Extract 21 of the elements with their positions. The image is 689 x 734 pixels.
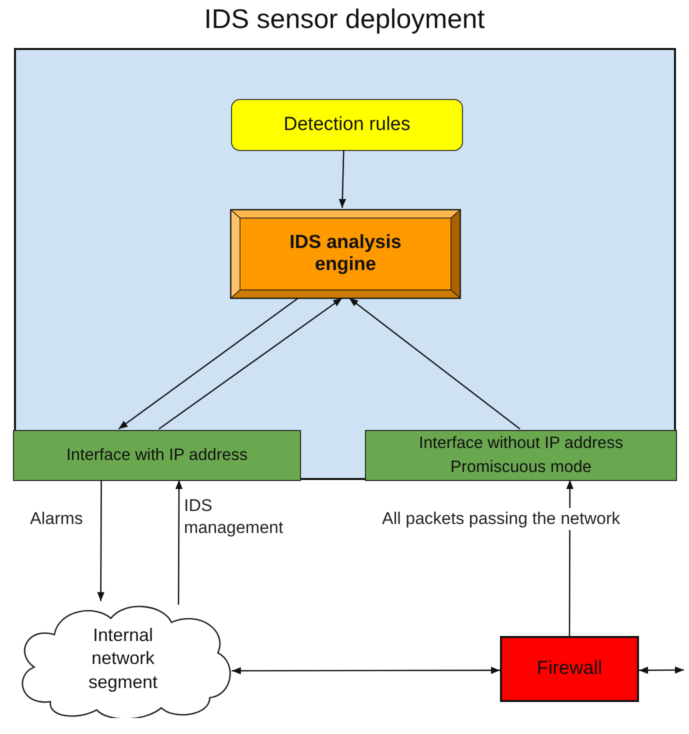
node-label: Firewall <box>536 658 602 680</box>
diagram-title: IDS sensor deployment <box>203 4 486 35</box>
edge-label: All packets passing the network <box>380 508 622 530</box>
arrow <box>348 297 520 430</box>
arrow <box>175 480 183 605</box>
firewall-box <box>500 636 639 702</box>
arrow <box>97 480 104 602</box>
node-label: Detection rules <box>284 114 410 136</box>
interface-box <box>13 430 301 481</box>
sensor-panel <box>14 48 676 480</box>
interface-box <box>365 430 677 481</box>
arrow <box>232 666 500 674</box>
rules-box <box>231 99 463 151</box>
node-label: Interface without IP address Promiscuous mode <box>418 433 624 478</box>
arrow <box>158 297 343 430</box>
arrow <box>118 297 299 430</box>
node-label: Interface with IP address <box>66 446 248 465</box>
node-label: IDS analysis engine <box>288 232 402 276</box>
arrow <box>639 666 684 674</box>
arrow <box>338 150 346 208</box>
node-label: Internal network segment <box>87 624 159 694</box>
